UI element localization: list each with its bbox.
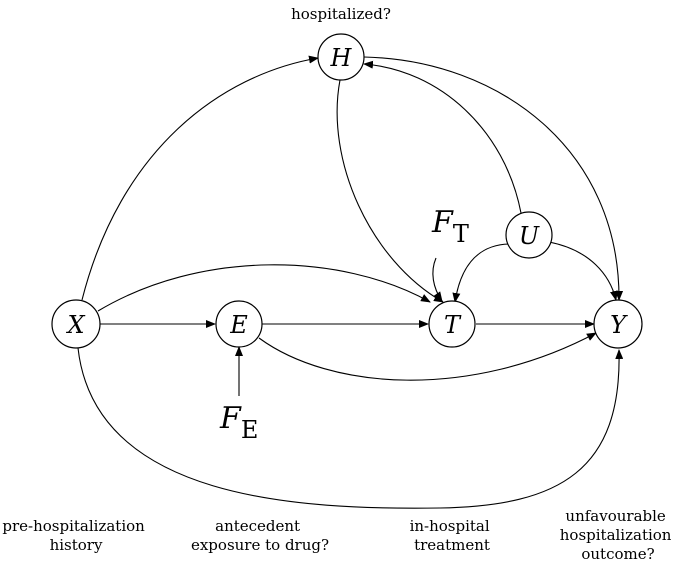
node-t[interactable]: T	[428, 300, 476, 348]
caption-x-line-2: history	[50, 536, 103, 554]
caption-e: antecedent exposure to drug?	[191, 517, 329, 554]
edge-h-to-t	[336, 79, 444, 303]
caption-t-line-1: in-hospital	[410, 517, 490, 535]
edge-e-to-y	[258, 332, 597, 381]
caption-t: in-hospital treatment	[410, 517, 495, 554]
caption-t-line-2: treatment	[414, 536, 490, 554]
edge-x-to-y	[77, 347, 624, 509]
node-u[interactable]: U	[505, 211, 553, 259]
edge-u-to-h	[363, 60, 522, 214]
node-u-label: U	[519, 222, 540, 250]
node-x[interactable]: X	[51, 299, 101, 349]
edge-u-to-t	[452, 243, 510, 303]
edge-u-to-y	[548, 241, 618, 301]
caption-y-line-3: outcome?	[581, 545, 654, 563]
node-t-label: T	[444, 311, 462, 339]
edge-x-to-t	[97, 264, 431, 312]
caption-e-line-2: exposure to drug?	[191, 536, 329, 554]
node-h-label: H	[330, 44, 353, 72]
factor-fe-main: F	[219, 401, 242, 436]
node-u-circle	[505, 211, 553, 259]
factor-fe-sub: E	[241, 416, 259, 444]
node-e[interactable]: E	[215, 300, 263, 348]
node-e-circle	[215, 300, 263, 348]
edges	[77, 55, 624, 509]
caption-h: hospitalized?	[291, 5, 391, 23]
node-e-label: E	[229, 311, 248, 339]
node-x-circle	[51, 299, 101, 349]
edge-ft-to-t	[432, 257, 443, 302]
node-y[interactable]: Y	[593, 299, 643, 349]
caption-x: pre-hospitalization history	[2, 517, 149, 554]
caption-x-line-1: pre-hospitalization	[2, 517, 145, 535]
edge-h-to-y	[363, 56, 624, 301]
caption-y: unfavourable hospitalization outcome?	[560, 507, 677, 563]
factor-ft-main: F	[431, 205, 454, 240]
edge-x-to-h	[81, 55, 319, 301]
node-h[interactable]: H	[317, 33, 365, 81]
caption-e-line-1: antecedent	[215, 517, 300, 535]
node-y-label: Y	[610, 311, 628, 339]
caption-y-line-2: hospitalization	[560, 526, 672, 544]
node-y-circle	[593, 299, 643, 349]
node-t-circle	[428, 300, 476, 348]
node-h-circle	[317, 33, 365, 81]
caption-y-line-1: unfavourable	[565, 507, 665, 525]
factor-ft-sub: T	[453, 220, 469, 248]
factor-fe: FE	[219, 401, 258, 444]
caption-h-line-1: hospitalized?	[291, 5, 391, 23]
factor-ft: FT	[431, 205, 469, 248]
node-x-label: X	[65, 311, 85, 339]
